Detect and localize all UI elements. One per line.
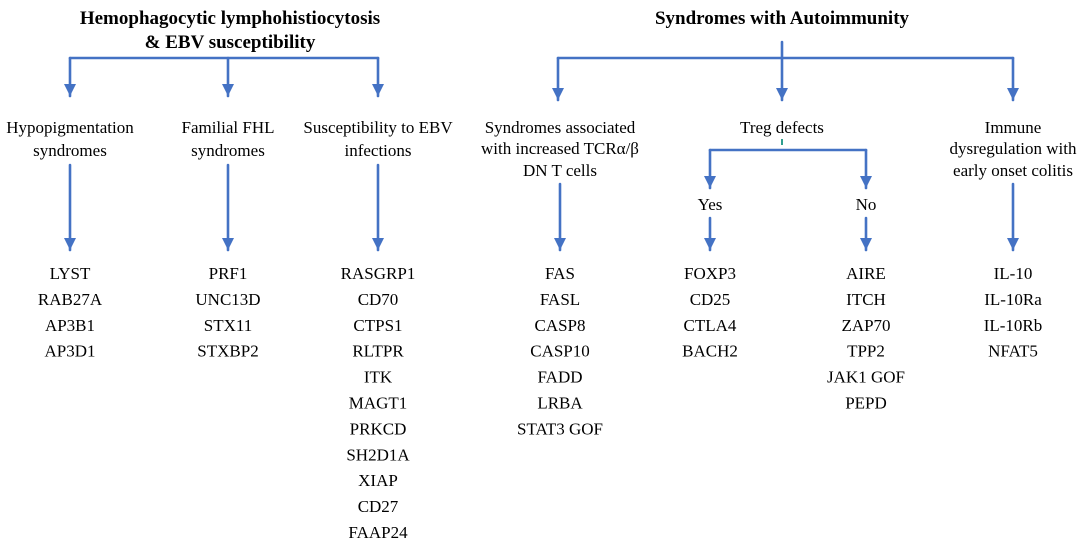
gene-cd27: CD27 (358, 497, 399, 516)
gene-ap3b1: AP3B1 (45, 316, 95, 335)
branch-label-hypopigmentation-syndromes-line-1: Hypopigmentation (6, 118, 134, 137)
gene-fasl: FASL (540, 290, 580, 309)
gene-xiap: XIAP (358, 471, 398, 490)
gene-faap24: FAAP24 (348, 523, 408, 542)
gene-stxbp2: STXBP2 (197, 342, 258, 361)
branch-label-immune-dysregulation-with-early-onset-colitis-line-1: Immune (985, 118, 1042, 137)
gene-fas: FAS (545, 264, 575, 283)
gene-lyst: LYST (50, 264, 91, 283)
gene-rasgrp1: RASGRP1 (341, 264, 416, 283)
gene-tpp2: TPP2 (847, 342, 885, 361)
gene-nfat5: NFAT5 (988, 342, 1038, 361)
gene-sh2d1a: SH2D1A (346, 445, 410, 464)
left-group-title-line-2: & EBV susceptibility (145, 32, 316, 53)
gene-prkcd: PRKCD (350, 419, 407, 438)
branch-label-familial-fhl-syndromes-line-1: Familial FHL (181, 118, 274, 137)
gene-ap3d1: AP3D1 (44, 342, 95, 361)
branch-label-immune-dysregulation-with-early-onset-colitis-line-3: early onset colitis (953, 161, 1073, 180)
gene-itch: ITCH (846, 290, 886, 309)
gene-casp8: CASP8 (534, 316, 585, 335)
branch-label-treg-defects-line-1: Treg defects (740, 118, 824, 137)
gene-il-10: IL-10 (994, 264, 1033, 283)
gene-magt1: MAGT1 (349, 394, 408, 413)
gene-rltpr: RLTPR (352, 342, 404, 361)
gene-bach2: BACH2 (682, 342, 738, 361)
gene-jak1-gof: JAK1 GOF (827, 368, 905, 387)
branch-label-syndromes-associated-with-increased-tcr-dn-t-cells-line-3: DN T cells (523, 161, 597, 180)
branch-label-immune-dysregulation-with-early-onset-colitis-line-2: dysregulation with (949, 139, 1077, 158)
right-group-title: Syndromes with Autoimmunity (655, 8, 910, 29)
gene-prf1: PRF1 (209, 264, 248, 283)
branch-label-syndromes-associated-with-increased-tcr-dn-t-cells-line-1: Syndromes associated (485, 118, 636, 137)
sub-branch-label-yes: Yes (698, 195, 723, 214)
gene-cd70: CD70 (358, 290, 399, 309)
branch-label-susceptibility-to-ebv-infections-line-1: Susceptibility to EBV (303, 118, 453, 137)
gene-zap70: ZAP70 (841, 316, 890, 335)
gene-stat3-gof: STAT3 GOF (517, 419, 603, 438)
branch-label-susceptibility-to-ebv-infections-line-2: infections (344, 141, 411, 160)
gene-itk: ITK (364, 368, 393, 387)
gene-lrba: LRBA (537, 394, 583, 413)
gene-foxp3: FOXP3 (684, 264, 736, 283)
gene-il-10rb: IL-10Rb (984, 316, 1043, 335)
gene-casp10: CASP10 (530, 342, 590, 361)
branch-label-syndromes-associated-with-increased-tcr-dn-t-cells-line-2: with increased TCRα/β (481, 139, 639, 158)
gene-unc13d: UNC13D (195, 290, 260, 309)
branch-label-hypopigmentation-syndromes-line-2: syndromes (33, 141, 107, 160)
gene-rab27a: RAB27A (38, 290, 103, 309)
gene-il-10ra: IL-10Ra (984, 290, 1042, 309)
gene-ctla4: CTLA4 (684, 316, 737, 335)
sub-branch-label-no: No (856, 195, 877, 214)
gene-aire: AIRE (846, 264, 886, 283)
gene-ctps1: CTPS1 (353, 316, 402, 335)
left-group-title-line-1: Hemophagocytic lymphohistiocytosis (80, 8, 380, 29)
gene-stx11: STX11 (204, 316, 253, 335)
gene-fadd: FADD (537, 368, 582, 387)
branch-label-familial-fhl-syndromes-line-2: syndromes (191, 141, 265, 160)
gene-cd25: CD25 (690, 290, 731, 309)
gene-pepd: PEPD (845, 394, 887, 413)
